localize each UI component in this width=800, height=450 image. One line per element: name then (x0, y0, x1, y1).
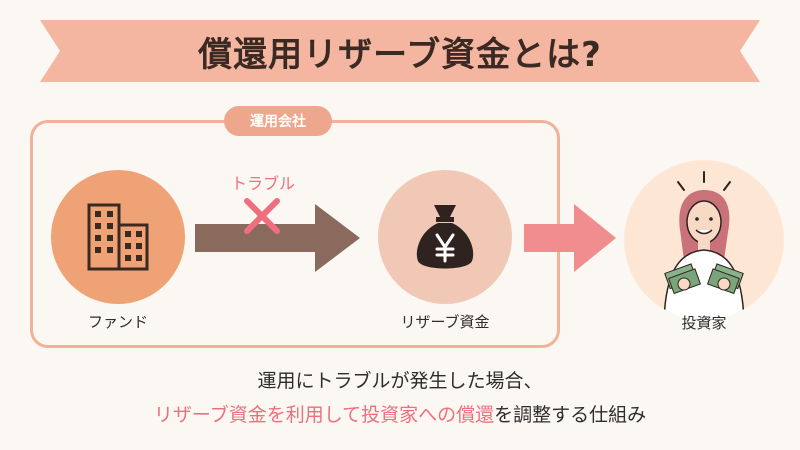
trouble-label: トラブル (230, 174, 295, 193)
money-bag-yen-icon (416, 205, 474, 269)
investor-node (624, 160, 784, 320)
cross-icon (244, 198, 280, 234)
management-company-label: 運用会社 (224, 106, 332, 136)
caption-line-2: リザーブ資金を利用して投資家への償還を調整する仕組み (0, 400, 800, 427)
fund-to-reserve-arrow (195, 204, 360, 272)
building-icon (87, 203, 149, 271)
fund-label: ファンド (87, 313, 148, 331)
caption-highlight: リザーブ資金を利用して投資家への償還 (153, 404, 495, 426)
reserve-node (378, 170, 512, 304)
caption-line-1: 運用にトラブルが発生した場合、 (257, 370, 543, 392)
caption-rest: を調整する仕組み (494, 404, 647, 426)
ribbon-shape (40, 20, 760, 82)
reserve-label: リザーブ資金 (400, 313, 490, 331)
fund-node (51, 170, 185, 304)
title-banner: 償還用リザーブ資金とは? (40, 20, 760, 82)
reserve-to-investor-arrow (524, 204, 616, 272)
page-title: 償還用リザーブ資金とは? (198, 34, 602, 75)
investor-label: 投資家 (681, 314, 727, 332)
person-with-cash-icon (663, 171, 745, 320)
